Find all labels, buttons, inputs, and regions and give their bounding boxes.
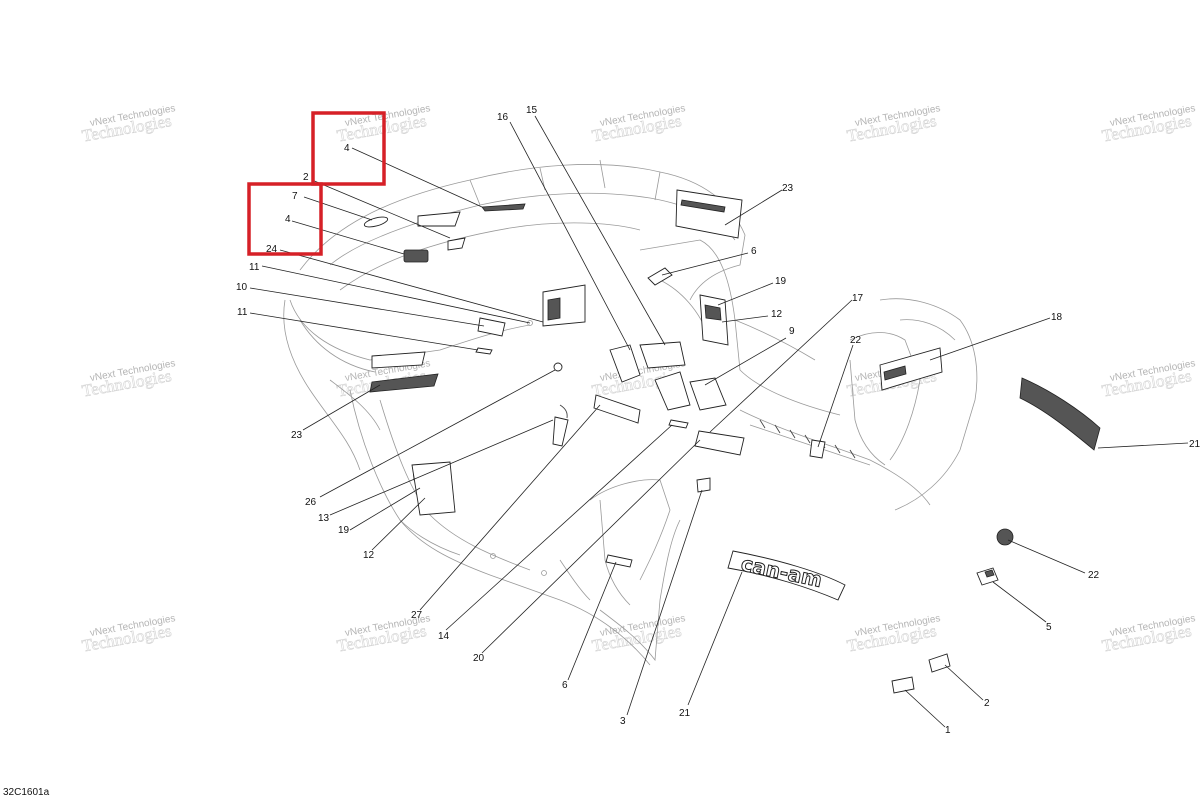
callout-13: 13	[318, 513, 330, 524]
callout-12-left: 12	[363, 550, 375, 561]
highlight-box-upper	[311, 111, 386, 186]
callout-15: 15	[526, 105, 538, 116]
decal-parts: can-am	[363, 189, 1101, 694]
callout-1: 1	[945, 725, 951, 736]
callout-6-lower: 6	[562, 680, 568, 691]
callout-6-upper: 6	[751, 246, 757, 257]
callout-26: 26	[305, 497, 317, 508]
highlight-boxes	[247, 111, 386, 256]
callout-4-upper: 4	[344, 143, 350, 154]
callouts: 4 2 7 4 24 11 10 11 23 26 13 19 12 27 14…	[236, 105, 1200, 736]
callout-11-lower: 11	[237, 307, 248, 318]
highlight-box-lower	[247, 182, 323, 256]
callout-20: 20	[473, 653, 485, 664]
callout-24: 24	[266, 244, 278, 255]
callout-21-right: 21	[1189, 439, 1200, 450]
callout-18: 18	[1051, 312, 1063, 323]
callout-10: 10	[236, 282, 248, 293]
diagram-code: 32C1601a	[3, 787, 50, 798]
brand-decal: can-am	[727, 550, 846, 601]
callout-19-left: 19	[338, 525, 350, 536]
callout-23-right: 23	[782, 183, 794, 194]
brand-decal-text: can-am	[739, 551, 824, 592]
leader-lines	[249, 115, 1189, 728]
callout-19-right: 19	[775, 276, 787, 287]
callout-11-upper: 11	[249, 262, 260, 273]
callout-2-lower: 2	[984, 698, 990, 709]
callout-16: 16	[497, 112, 509, 123]
callout-5: 5	[1046, 622, 1052, 633]
callout-7: 7	[292, 191, 298, 202]
callout-22-right: 22	[1088, 570, 1100, 581]
callout-3: 3	[620, 716, 626, 727]
callout-4-lower: 4	[285, 214, 291, 225]
callout-17: 17	[852, 293, 864, 304]
callout-2-upper: 2	[303, 172, 309, 183]
callout-9: 9	[789, 326, 795, 337]
callout-21-lower: 21	[679, 708, 691, 719]
callout-22-center: 22	[850, 335, 862, 346]
callout-14: 14	[438, 631, 450, 642]
callout-12-right: 12	[771, 309, 783, 320]
callout-27: 27	[411, 610, 423, 621]
callout-23-left: 23	[291, 430, 303, 441]
